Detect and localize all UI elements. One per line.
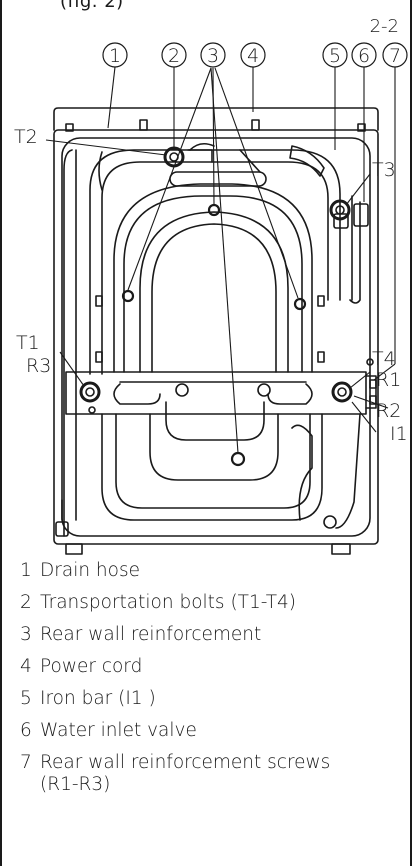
reinforcement-screw-left: [121, 289, 135, 303]
label-r3: R3: [26, 355, 51, 377]
legend-item: 5 Iron bar (I1 ): [20, 688, 400, 710]
legend-item: 6 Water inlet valve: [20, 720, 400, 742]
legend-text-line-2: (R1-R3): [40, 774, 111, 795]
legend-text: Transportation bolts (T1-T4): [40, 592, 296, 613]
right-foot: [331, 543, 351, 555]
iron-bar: [65, 371, 367, 415]
legend-item: 4 Power cord: [20, 656, 400, 678]
transport-bolt-t3: [329, 199, 351, 221]
legend-number: 7: [20, 752, 32, 773]
legend-number: 3: [20, 624, 32, 645]
rear-wall-middle-arch: [113, 183, 313, 373]
legend-number: 6: [20, 720, 32, 741]
legend-text-line-1: Rear wall reinforcement screws: [40, 752, 331, 773]
figure-caption-fragment: (fig. 2): [60, 0, 124, 12]
legend-number: 1: [20, 560, 32, 581]
label-t2: T2: [14, 126, 38, 148]
legend-item: 7 Rear wall reinforcement screws (R1-R3): [20, 752, 400, 796]
callout-label-1: 1: [109, 45, 121, 67]
water-inlet-valve-body: [353, 203, 369, 227]
washing-machine-rear-diagram: 1 2 3 4 5 6 7 T2 T3 T1 R3 T4 R1 R2 I1: [14, 42, 408, 555]
section-number: 2-2: [369, 16, 399, 37]
label-r2: R2: [376, 400, 401, 422]
reinforcement-screw-right: [293, 297, 307, 311]
label-t3: T3: [372, 159, 396, 181]
legend-number: 4: [20, 656, 32, 677]
legend-text: Power cord: [40, 656, 143, 677]
drain-hose-pipe: [63, 149, 73, 537]
label-r1: R1: [376, 369, 401, 391]
callout-label-6: 6: [358, 45, 370, 67]
legend-text: Iron bar (I1 ): [40, 688, 156, 709]
legend-item: 1 Drain hose: [20, 560, 400, 582]
top-lid-outline: [53, 107, 379, 131]
label-t1: T1: [16, 332, 40, 354]
callout-label-2: 2: [168, 45, 180, 67]
legend-text: Rear wall reinforcement screws (R1-R3): [40, 752, 400, 796]
callout-label-7: 7: [389, 45, 401, 67]
left-foot: [65, 543, 83, 555]
legend-number: 2: [20, 592, 32, 613]
legend-text: Water inlet valve: [40, 720, 197, 741]
callout-label-5: 5: [329, 45, 341, 67]
label-i1: I1: [390, 423, 408, 445]
legend-text: Drain hose: [40, 560, 140, 581]
reinforcement-screw-top: [207, 203, 221, 217]
parts-legend: 1 Drain hose 2 Transportation bolts (T1-…: [20, 560, 400, 806]
transport-bolt-t1: [79, 381, 101, 403]
legend-text: Rear wall reinforcement: [40, 624, 262, 645]
legend-item: 2 Transportation bolts (T1-T4): [20, 592, 400, 614]
reinforcement-screw-bottom: [230, 451, 246, 467]
label-t4: T4: [372, 348, 396, 370]
transport-bolt-t4: [331, 381, 353, 403]
callout-label-4: 4: [247, 45, 259, 67]
legend-item: 3 Rear wall reinforcement: [20, 624, 400, 646]
drum-opening-arch: [139, 211, 289, 373]
callout-label-3: 3: [207, 45, 219, 67]
machine-body-outline: [53, 129, 379, 545]
legend-number: 5: [20, 688, 32, 709]
callout-circle-3: [200, 42, 226, 68]
drain-connector: [55, 521, 69, 537]
